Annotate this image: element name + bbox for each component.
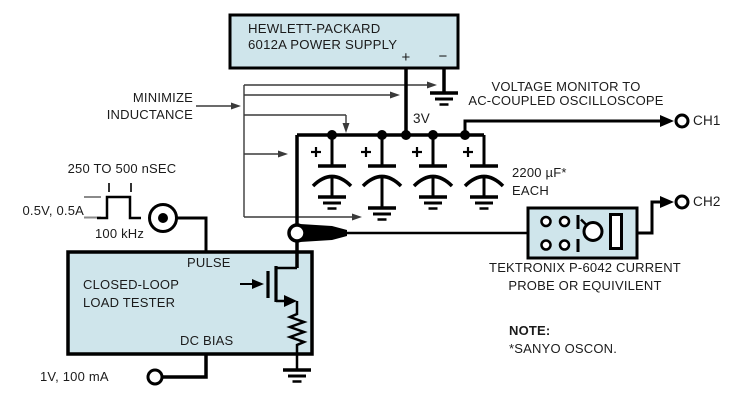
load-tester-dc-bias-label: DC BIAS xyxy=(180,333,234,348)
capacitor-1 xyxy=(309,133,353,211)
ch1-label: CH1 xyxy=(693,113,721,128)
current-probe-box xyxy=(526,206,639,260)
dc-bias-terminal xyxy=(146,368,164,386)
pulse-input-wire xyxy=(176,216,208,252)
ch1-monitor-line xyxy=(463,113,690,135)
load-tester-pulse-label: PULSE xyxy=(187,255,231,270)
current-probe-clamp-icon xyxy=(287,223,347,243)
voltage-monitor-label: VOLTAGE MONITOR TO AC-COUPLED OSCILLOSCO… xyxy=(468,79,664,108)
psu-minus-terminal-label: − xyxy=(438,48,448,65)
pulse-amplitude-label: 0.5V, 0.5A xyxy=(22,203,84,218)
note-body: *SANYO OSCON. xyxy=(509,340,618,356)
capacitor-value-label: 2200 µF* EACH xyxy=(512,165,567,198)
psu-name-line2: 6012A POWER SUPPLY xyxy=(248,37,398,52)
cap2-ground-icon xyxy=(366,206,398,222)
load-ground-icon xyxy=(281,368,313,384)
ch2-arrowhead-icon xyxy=(660,196,674,208)
ch1-terminal xyxy=(674,113,690,129)
minimize-inductance-label: MINIMIZE INDUCTANCE xyxy=(106,90,193,122)
resistor-icon xyxy=(286,312,308,370)
note-title: NOTE: xyxy=(509,323,551,338)
ch2-output-line xyxy=(637,194,690,235)
power-supply-box xyxy=(228,13,460,70)
pulse-frequency-label: 100 kHz xyxy=(95,226,145,241)
pulse-waveform-icon xyxy=(84,183,141,220)
cap1-ground-icon xyxy=(316,195,348,211)
probe-slot-icon xyxy=(609,213,623,250)
ch1-arrowhead-icon xyxy=(660,115,674,127)
pulse-width-label: 250 TO 500 nSEC xyxy=(67,161,177,176)
probe-caption: TEKTRONIX P-6042 CURRENT PROBE OR EQUIVI… xyxy=(489,260,681,293)
cap4-ground-icon xyxy=(468,195,500,211)
load-tester-name: CLOSED-LOOP LOAD TESTER xyxy=(83,277,180,310)
cap3-ground-icon xyxy=(417,195,449,211)
bnc-connector-icon xyxy=(148,203,178,233)
psu-output-leads xyxy=(404,68,446,135)
dc-bias-value-label: 1V, 100 mA xyxy=(40,369,109,384)
probe-panel-controls xyxy=(540,213,623,252)
psu-plus-terminal-label: + xyxy=(401,49,411,66)
probe-knob-icon xyxy=(582,221,604,242)
inductance-annotation-arrows xyxy=(196,81,437,221)
power-supply-title: HEWLETT-PACKARD 6012A POWER SUPPLY xyxy=(248,21,397,53)
rail-voltage-label: 3V xyxy=(413,111,430,126)
load-tester-box xyxy=(66,250,314,356)
capacitor-3 xyxy=(410,133,454,211)
dc-bias-input xyxy=(146,354,208,386)
note-block: NOTE: *SANYO OSCON. xyxy=(509,322,617,357)
psu-ground-icon xyxy=(428,91,460,107)
ch2-terminal xyxy=(674,194,690,210)
capacitor-2 xyxy=(359,133,403,222)
psu-name-line1: HEWLETT-PACKARD xyxy=(248,21,381,36)
ch2-label: CH2 xyxy=(693,194,721,209)
capacitor-4 xyxy=(461,133,505,211)
mosfet-icon xyxy=(240,266,299,312)
